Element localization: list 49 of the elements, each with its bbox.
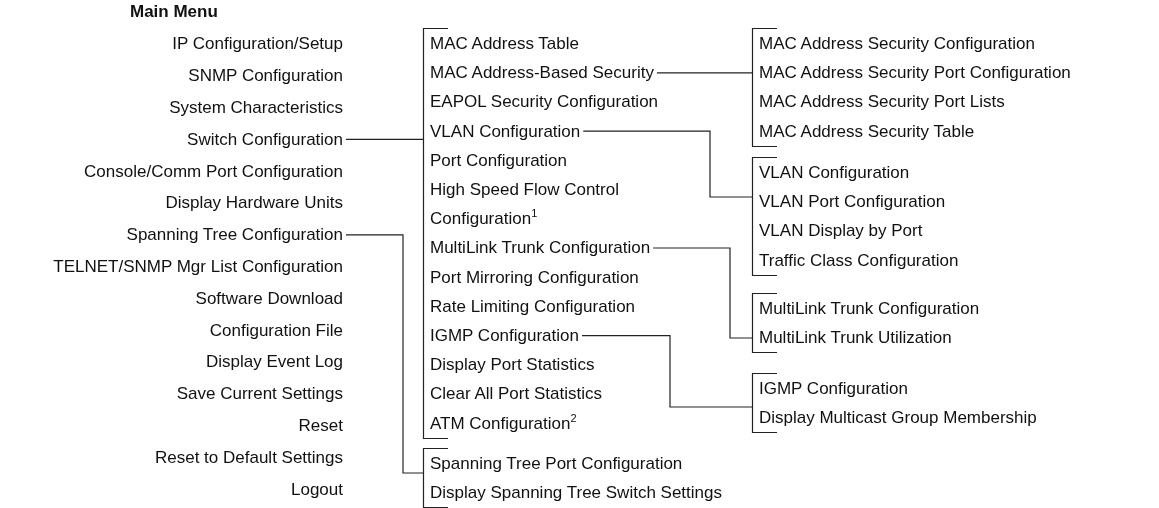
menu-heading: Main Menu [130,2,218,22]
menu-item: ATM Configuration$^{2}$ [430,408,577,438]
menu-item: Save Current Settings [176,379,343,409]
menu-item: MultiLink Trunk Configuration [759,294,980,324]
menu-item: Logout [291,474,343,504]
menu-item: Console/Comm Port Configuration [84,156,343,186]
menu-item: EAPOL Security Configuration [430,87,659,117]
menu-item: MultiLink Trunk Configuration [430,233,651,263]
menu-item: Reset [298,411,343,441]
menu-item: Rate Limiting Configuration [430,291,636,322]
connector-line [345,138,424,140]
connector-line [652,247,753,339]
menu-item: Switch Configuration [187,124,343,154]
menu-item: VLAN Display by Port [759,216,923,246]
menu-item: MAC Address Security Table [759,116,975,146]
connector-line [656,72,753,74]
menu-item: System Characteristics [169,93,343,123]
menu-item: IP Configuration/Setup [172,29,343,59]
menu-item: MAC Address Security Configuration [759,29,1035,59]
menu-item: MAC Address Table [430,29,579,59]
menu-item: Display Spanning Tree Switch Settings [430,478,722,508]
menu-item: Display Hardware Units [165,188,343,218]
menu-item: MAC Address-Based Security [430,58,654,88]
menu-item: Clear All Port Statistics [430,379,602,409]
connector-line [582,130,753,198]
menu-item: Traffic Class Configuration [759,245,959,275]
menu-item: IGMP Configuration [759,374,908,404]
menu-item: Reset to Default Settings [154,442,343,472]
menu-item: Software Download [195,283,343,313]
menu-item: IGMP Configuration [430,321,579,351]
menu-item: VLAN Configuration [759,158,910,188]
menu-item: VLAN Configuration [430,116,581,146]
menu-item: Display Event Log [205,347,343,377]
menu-item: Display Port Statistics [430,350,595,380]
menu-item: MAC Address Security Port Lists [759,87,1005,117]
menu-item: TELNET/SNMP Mgr List Configuration [53,252,343,282]
connector-line [345,234,424,474]
menu-item: Port Configuration [430,145,568,175]
menu-item: Port Mirroring Configuration [430,262,639,292]
menu-item: Display Multicast Group Membership [759,403,1037,433]
menu-item: VLAN Port Configuration [759,187,946,217]
menu-item: Configuration File [209,315,343,345]
menu-item: High Speed Flow Control Configuration$^{1}$ [430,175,680,234]
connector-line [581,335,753,408]
menu-item: Spanning Tree Port Configuration [430,449,683,479]
menu-item: SNMP Configuration [188,61,343,91]
menu-item: MAC Address Security Port Configuration [759,58,1071,88]
menu-item: MultiLink Trunk Utilization [759,323,952,353]
menu-item: Spanning Tree Configuration [126,220,343,250]
